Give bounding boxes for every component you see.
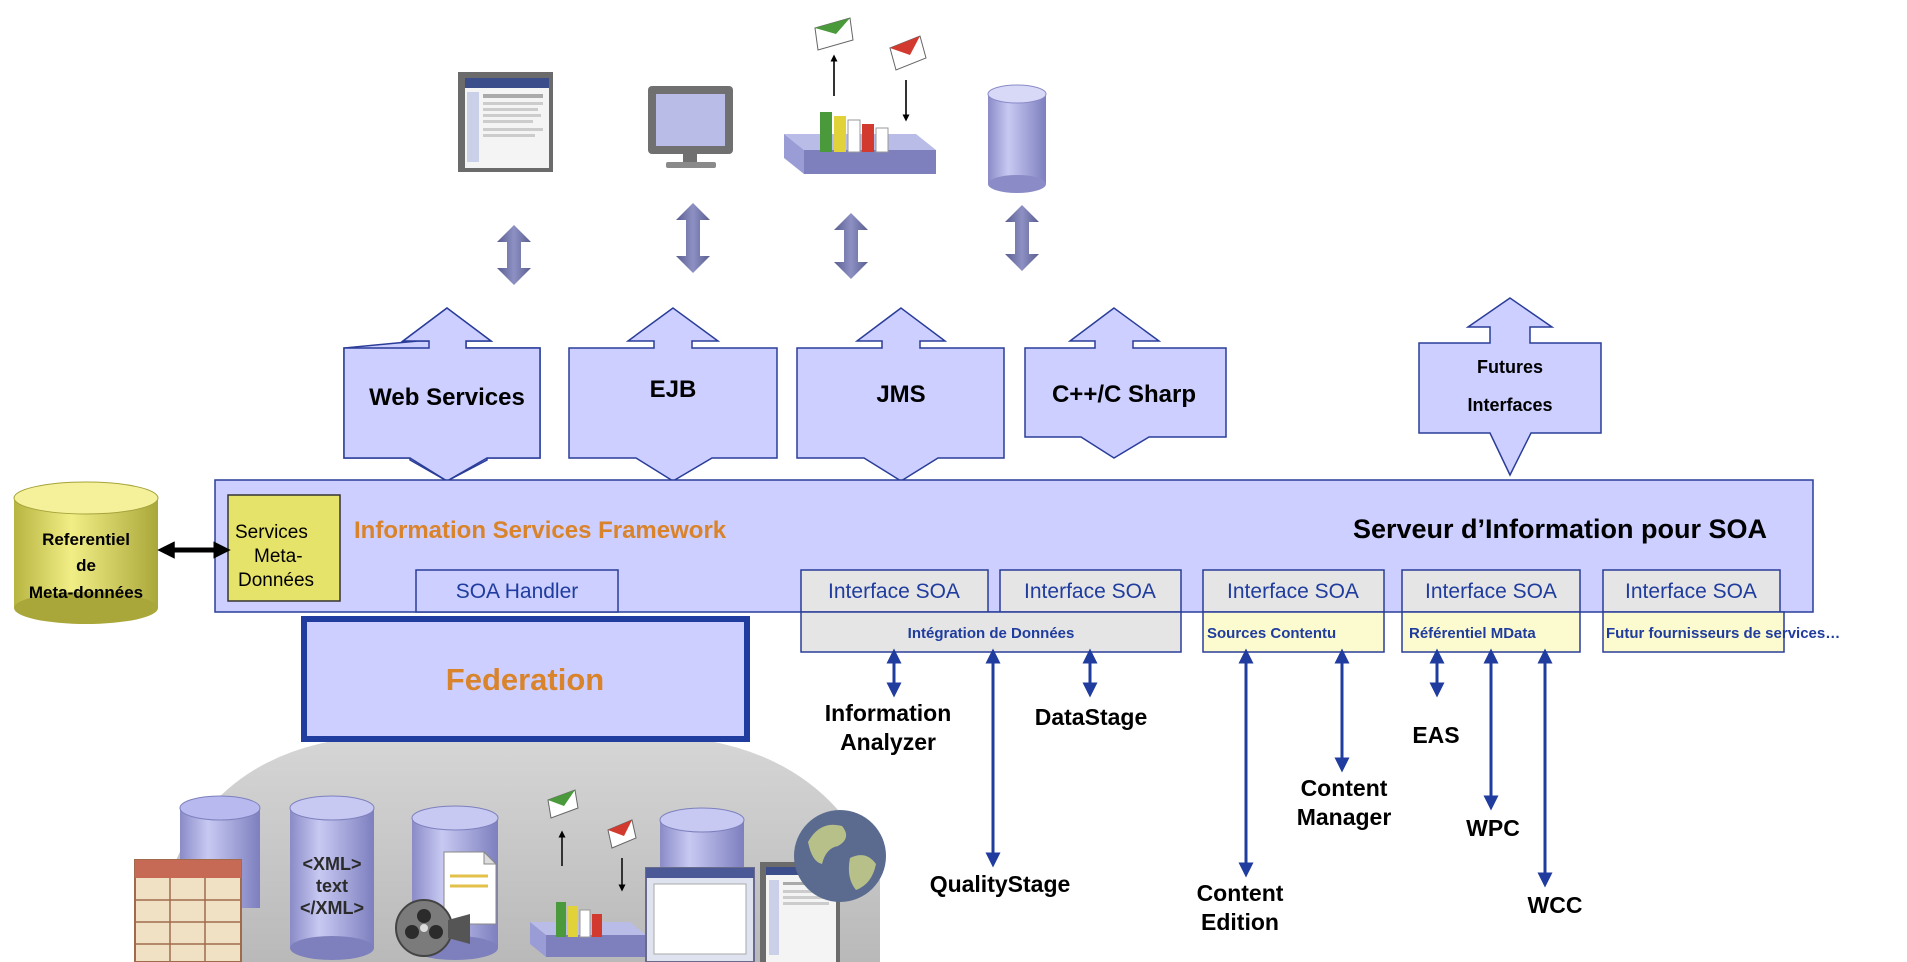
- services-meta-line-2: Meta-: [254, 546, 303, 567]
- server-title: Serveur d’Information pour SOA: [1353, 514, 1767, 544]
- interface-soa-2-label: Interface SOA: [1024, 580, 1156, 603]
- referentiel-line-1: Referentiel: [42, 530, 130, 549]
- tool-connectors: [886, 648, 1553, 888]
- services-meta-donnees-box[interactable]: Services Meta- Données: [227, 494, 341, 602]
- xml-line-2: text: [316, 876, 348, 896]
- sources-contentu-label: Sources Contentu: [1207, 625, 1336, 642]
- xml-line-1: <XML>: [302, 854, 361, 874]
- services-meta-line-3: Données: [238, 570, 314, 591]
- monitor-icon: [648, 86, 733, 168]
- interface-soa-2[interactable]: Interface SOA: [999, 569, 1182, 613]
- interface-soa-boxes: Interface SOA Interface SOA Interface SO…: [800, 569, 1781, 613]
- federation-box[interactable]: Federation: [301, 616, 750, 742]
- tool-labels: Information Analyzer DataStage QualitySt…: [825, 700, 1583, 935]
- web-services-label: Web Services: [369, 384, 525, 411]
- sources-contentu-bar[interactable]: Sources Contentu: [1202, 611, 1385, 653]
- content-edition-label-2: Edition: [1201, 909, 1279, 935]
- ejb-label: EJB: [650, 376, 697, 403]
- wpc-label: WPC: [1466, 815, 1520, 841]
- futures-label-1: Futures: [1477, 357, 1543, 377]
- framework-title: Information Services Framework: [354, 517, 727, 544]
- xml-line-3: </XML>: [300, 898, 364, 918]
- futur-fournisseurs-label: Futur fournisseurs de services…: [1606, 625, 1840, 642]
- interface-soa-1[interactable]: Interface SOA: [800, 569, 989, 613]
- referentiel-line-3: Meta-données: [29, 583, 143, 602]
- application-database-icon: [645, 807, 755, 962]
- globe-icon: [794, 810, 886, 902]
- soa-handler-box[interactable]: SOA Handler: [415, 569, 619, 613]
- interface-soa-5-label: Interface SOA: [1625, 580, 1757, 603]
- thin-arrows: [497, 203, 1039, 285]
- document-icon: [443, 850, 498, 925]
- soa-handler-label: SOA Handler: [456, 580, 579, 603]
- futur-fournisseurs-bar[interactable]: Futur fournisseurs de services…: [1602, 611, 1840, 653]
- interface-soa-5[interactable]: Interface SOA: [1602, 569, 1781, 613]
- interface-soa-4-label: Interface SOA: [1425, 580, 1557, 603]
- interface-soa-3[interactable]: Interface SOA: [1202, 569, 1385, 613]
- referentiel-mdata-label: Référentiel MData: [1409, 625, 1536, 642]
- futures-interfaces-arrow[interactable]: Futures Interfaces: [1418, 297, 1602, 477]
- database-icon: [987, 84, 1047, 193]
- xml-database-icon: <XML> text </XML>: [289, 795, 375, 960]
- document-database-icon: [395, 805, 499, 960]
- provider-bars: Intégration de Données Sources Contentu …: [800, 611, 1840, 653]
- message-queue-small-icon: [530, 789, 646, 957]
- data-sources-dome: <XML> text </XML>: [134, 735, 886, 962]
- wcc-label: WCC: [1528, 892, 1583, 918]
- cpp-label: C++/C Sharp: [1052, 381, 1196, 408]
- message-queue-icon: [784, 17, 936, 174]
- ejb-arrow[interactable]: EJB: [568, 307, 778, 482]
- content-manager-label-2: Manager: [1297, 804, 1392, 830]
- cpp-arrow[interactable]: C++/C Sharp: [1024, 307, 1227, 459]
- content-manager-label-1: Content: [1301, 775, 1388, 801]
- federation-label: Federation: [446, 662, 604, 697]
- film-reel-icon: [395, 899, 470, 957]
- jms-label: JMS: [876, 381, 925, 408]
- eas-label: EAS: [1412, 722, 1459, 748]
- qualitystage-label: QualityStage: [930, 871, 1071, 897]
- datastage-label: DataStage: [1035, 704, 1147, 730]
- integration-donnees-label: Intégration de Données: [908, 625, 1075, 642]
- futures-label-2: Interfaces: [1467, 395, 1552, 415]
- integration-donnees-bar[interactable]: Intégration de Données: [800, 611, 1182, 653]
- services-meta-line-1: Services: [235, 522, 308, 543]
- information-analyzer-label-2: Analyzer: [840, 729, 936, 755]
- information-analyzer-label-1: Information: [825, 700, 952, 726]
- web-page-icon: [458, 72, 553, 172]
- spreadsheet-icon: [134, 795, 261, 962]
- referentiel-mdata-bar[interactable]: Référentiel MData: [1401, 611, 1581, 653]
- content-edition-label-1: Content: [1197, 880, 1284, 906]
- interface-soa-1-label: Interface SOA: [828, 580, 960, 603]
- interface-soa-3-label: Interface SOA: [1227, 580, 1359, 603]
- referentiel-meta-donnees-db[interactable]: Referentiel de Meta-données: [13, 481, 159, 624]
- web-services-arrow[interactable]: Web Services: [343, 307, 541, 482]
- jms-arrow[interactable]: JMS: [796, 307, 1005, 482]
- referentiel-line-2: de: [76, 556, 96, 575]
- interface-soa-4[interactable]: Interface SOA: [1401, 569, 1581, 613]
